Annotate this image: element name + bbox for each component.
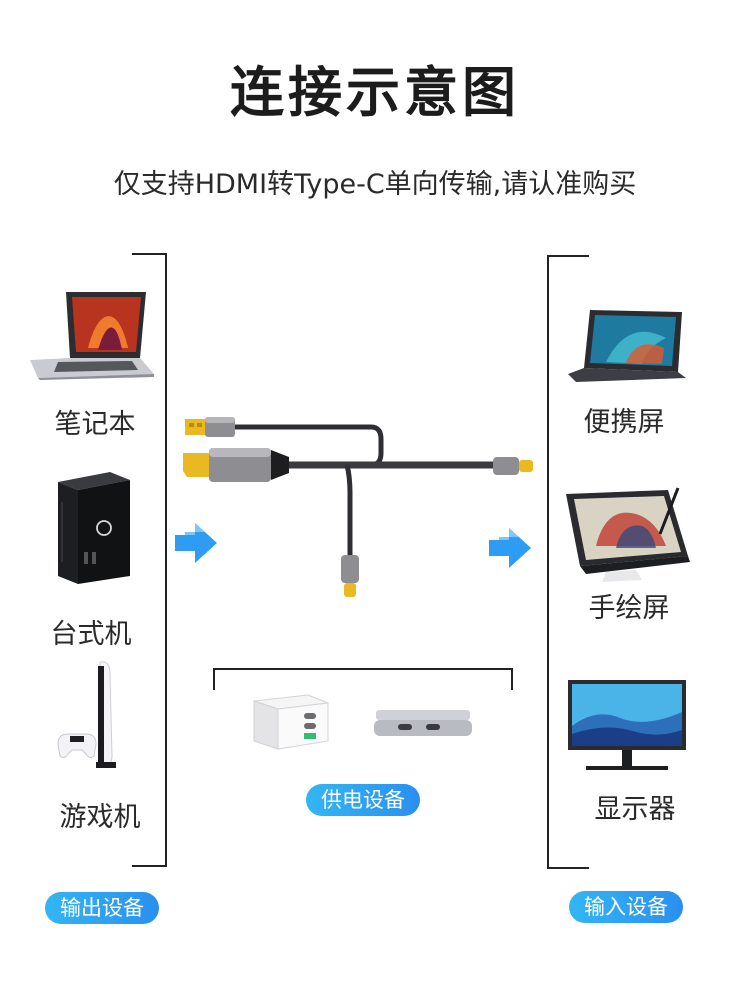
page-title: 连接示意图 xyxy=(230,61,520,124)
input-devices-badge: 输入设备 xyxy=(569,891,683,923)
monitor-icon xyxy=(566,678,688,774)
page-subtitle: 仅支持HDMI转Type-C单向传输,请认准购买 xyxy=(113,169,637,200)
arrow-right-icon-left xyxy=(175,521,219,565)
left-label-laptop: 笔记本 xyxy=(54,409,136,440)
hdmi-to-typec-cable-icon xyxy=(175,405,545,605)
game-console-icon xyxy=(52,660,142,770)
laptop-icon xyxy=(28,288,158,380)
tablet-monitor-icon xyxy=(566,308,688,382)
power-devices-badge: 供电设备 xyxy=(306,784,420,816)
drawing-display-icon xyxy=(556,486,696,582)
laptop-side-ports-icon xyxy=(374,706,472,742)
usb-charger-icon xyxy=(248,693,334,751)
right-bracket xyxy=(547,255,589,869)
left-bracket xyxy=(132,253,167,867)
right-label-monitor: 显示器 xyxy=(594,794,676,825)
right-label-drawing: 手绘屏 xyxy=(588,593,670,624)
left-label-desktop: 台式机 xyxy=(50,619,132,650)
output-devices-badge: 输出设备 xyxy=(45,892,159,924)
power-bracket xyxy=(213,668,513,690)
arrow-right-icon-right xyxy=(489,526,533,570)
left-label-console: 游戏机 xyxy=(59,802,141,833)
right-label-tablet: 便携屏 xyxy=(583,407,665,438)
desktop-tower-icon xyxy=(58,472,130,586)
